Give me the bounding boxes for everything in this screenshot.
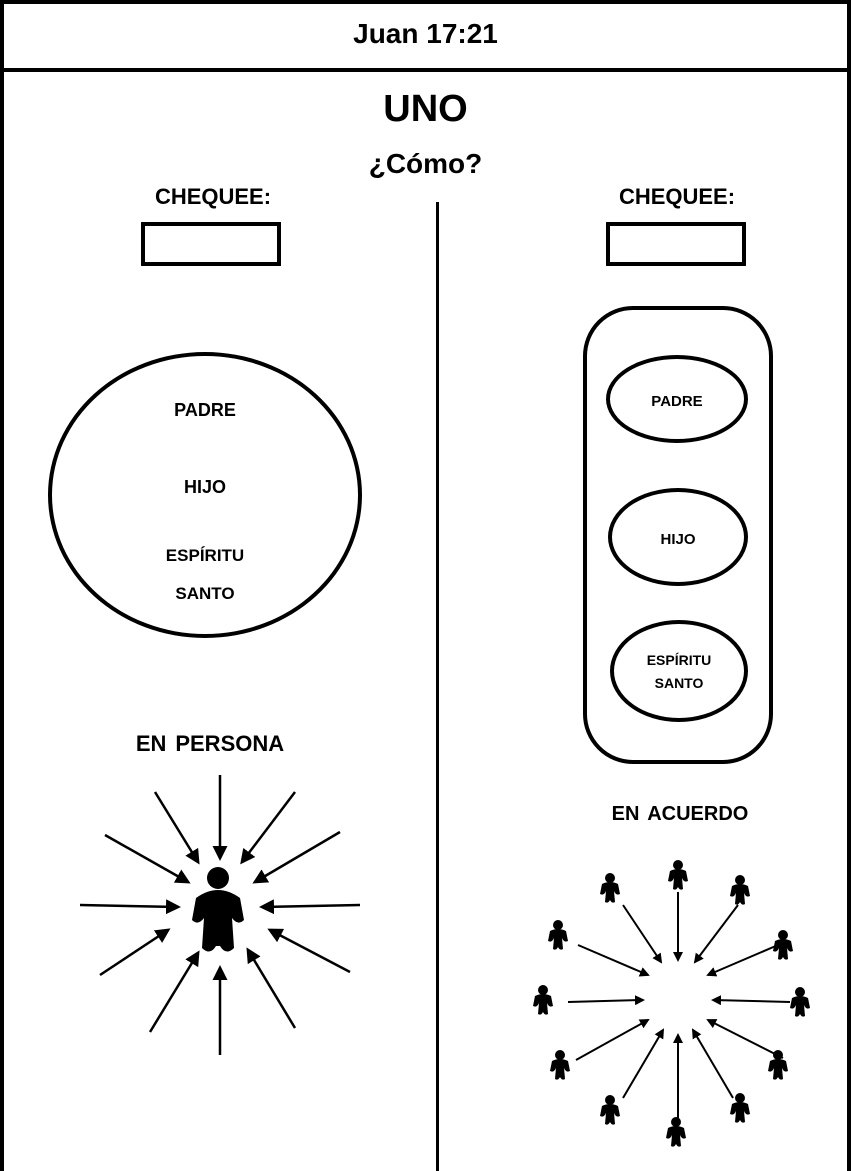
center-divider [436,202,439,1171]
arrows-converging-on-single-person-icon [79,775,361,1055]
page-title: UNO [383,88,468,130]
oval-hijo-label: Hijo [660,524,696,549]
oval-padre: Padre [606,355,748,443]
oval-espiritu: Espíritu Santo [610,620,748,722]
trinity-circle: Padre Hijo Espíritu Santo [48,352,362,638]
circle-item-santo: Santo [175,578,235,605]
person-icon [192,867,244,952]
oval-espiritu-label: Espíritu [646,648,712,670]
oval-padre-label: Padre [651,386,703,411]
right-caption: En Acuerdo [611,795,749,826]
circle-item-hijo: Hijo [183,469,226,499]
right-check-label: CHEQUEE: [618,184,736,209]
oval-santo-label: Santo [654,671,704,693]
oval-hijo: Hijo [608,488,748,586]
right-check-box[interactable] [606,222,746,266]
left-caption: En Persona [135,722,285,758]
circle-item-padre: Padre [174,392,236,422]
left-check-box[interactable] [141,222,281,266]
trinity-capsule [583,306,773,764]
header-title: Juan 17:21 [353,18,498,49]
header-bar: Juan 17:21 [0,0,851,72]
circle-item-espiritu: Espíritu [165,540,245,567]
people-circle-arrows-toward-center-icon [533,860,810,1147]
left-check-label: CHEQUEE: [154,184,272,209]
page-subtitle: ¿Cómo? [368,148,483,179]
